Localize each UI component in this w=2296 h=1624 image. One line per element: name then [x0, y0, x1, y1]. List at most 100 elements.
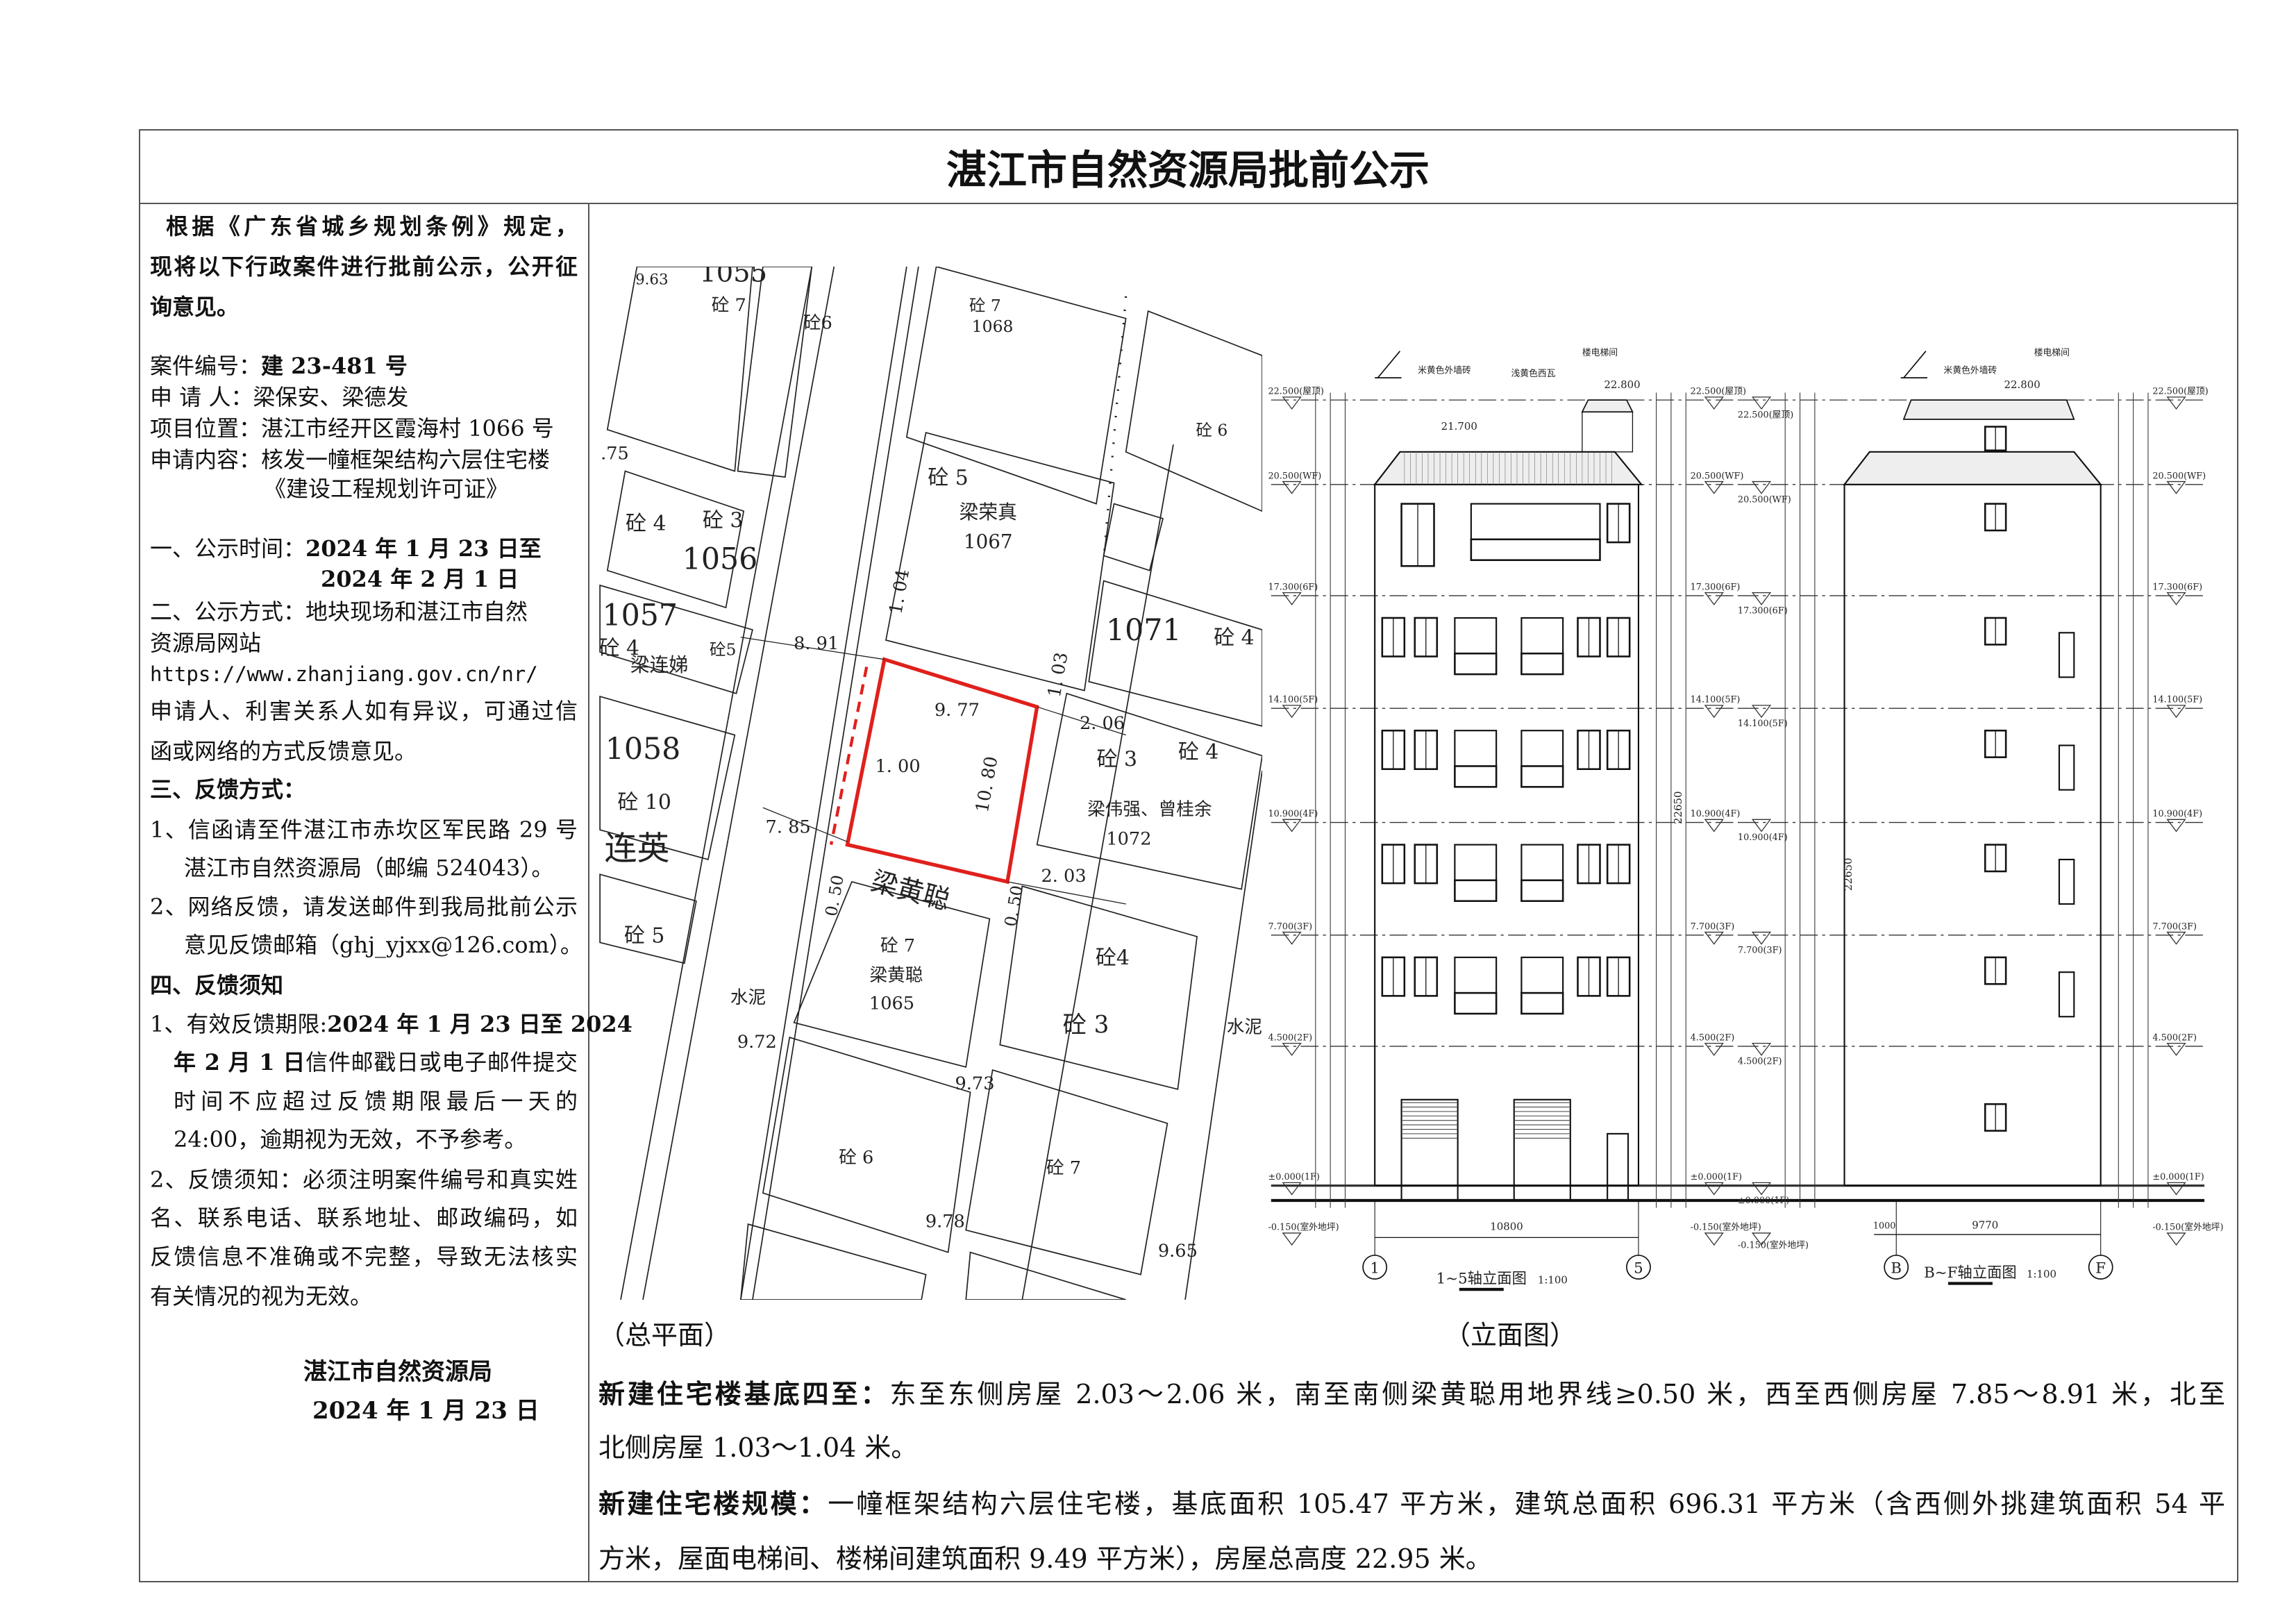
site-label: 1055 — [699, 267, 767, 288]
parcel-outline — [793, 880, 991, 1068]
level-marker-icon — [2166, 1232, 2186, 1246]
level-marker-icon — [1704, 592, 1724, 605]
level-marker-icon — [1704, 480, 1724, 494]
level-label: 10.900(4F) — [1738, 832, 1788, 843]
level-label: 4.500(2F) — [1738, 1057, 1782, 1067]
column-divider — [588, 203, 589, 1581]
dimension-line — [1037, 706, 1126, 736]
level-label: 4.500(2F) — [1691, 1032, 1735, 1043]
value: 核发一幢框架结构六层住宅楼 — [261, 446, 551, 473]
level-marker-icon — [1704, 705, 1724, 719]
axis-label: 1 — [1370, 1260, 1380, 1278]
level-label: 10.900(4F) — [1268, 809, 1318, 819]
site-label: 梁伟强、曾桂余 — [1087, 799, 1212, 820]
level-label: 4.500(2F) — [2152, 1032, 2197, 1043]
website-link[interactable]: https://www.zhanjiang.gov.cn/nr/ — [150, 662, 538, 686]
axis-bubble — [1884, 1255, 1909, 1280]
site-label: 9. 77 — [935, 700, 980, 721]
site-label: 砼 5 — [928, 466, 968, 490]
balcony-door — [1520, 956, 1564, 994]
north-arrow-icon — [1375, 351, 1402, 378]
site-label: 砼 7 — [712, 295, 746, 316]
parcel-outline — [965, 1069, 1168, 1275]
intro-line: 询意见。 — [150, 294, 240, 320]
elevation-caption: （立面图） — [1444, 1320, 1577, 1350]
road-edge — [620, 267, 813, 1300]
level-marker-icon — [1282, 1043, 1302, 1056]
value: 年 2 月 1 日 — [174, 1049, 306, 1075]
axis-label: B — [1891, 1260, 1902, 1278]
narrow-window-icon — [2058, 744, 2075, 791]
level-label: 22.500(屋顶) — [1738, 410, 1793, 421]
site-label: 梁黄聪 — [870, 965, 923, 986]
level-marker-icon — [1282, 1232, 1302, 1246]
feedback-heading: 三、反馈方式： — [150, 776, 306, 803]
level-label: 7.700(3F) — [1268, 921, 1313, 932]
building-outline — [1843, 483, 2102, 1187]
balcony-door — [1454, 730, 1498, 767]
parcel-outline — [606, 470, 745, 609]
level-marker-icon — [2166, 396, 2186, 410]
site-label: 1067 — [964, 530, 1013, 553]
level-marker-icon — [1282, 705, 1302, 719]
label: 项目位置： — [150, 415, 262, 442]
balcony-railing — [1454, 991, 1498, 1015]
balcony-door — [1454, 844, 1498, 881]
notes-heading: 四、反馈须知 — [150, 972, 284, 998]
level-marker-icon — [1751, 1182, 1772, 1196]
balcony-railing — [1454, 652, 1498, 676]
stair-penthouse — [1582, 411, 1634, 453]
site-label: 砼4 — [1096, 946, 1130, 971]
site-dimension-label: 1. 04 — [885, 568, 914, 616]
signature-org: 湛江市自然资源局 — [303, 1358, 492, 1386]
site-label: 水泥 — [730, 987, 766, 1008]
site-label: 砼 3 — [703, 509, 743, 533]
intro-line: 现将以下行政案件进行批前公示，公开征 — [150, 253, 578, 280]
balcony-door — [1520, 730, 1564, 767]
level-marker-icon — [1751, 480, 1772, 494]
level-label: 20.500(WF) — [1268, 471, 1322, 481]
parcel-outline — [885, 432, 1115, 692]
site-label: 砼 3 — [1097, 747, 1137, 771]
site-label: 砼 6 — [1196, 420, 1228, 440]
applicant: 申 请 人：梁保安、梁德发 — [150, 383, 408, 411]
objection-text: 函或网络的方式反馈意见。 — [150, 738, 417, 764]
total-height-label: 22650 — [1842, 858, 1854, 891]
notes-item2: 有关情况的视为无效。 — [150, 1283, 373, 1309]
notes-item1-cont: 年 2 月 1 日信件邮戳日或电子邮件提交 — [174, 1048, 578, 1076]
site-label: 9.73 — [955, 1073, 995, 1094]
level-label: 14.100(5F) — [1738, 719, 1788, 729]
level-marker-icon — [1751, 396, 1772, 410]
parcel-outline — [599, 695, 736, 861]
site-label: 砼6 — [803, 313, 832, 334]
level-label: 10.900(4F) — [1691, 809, 1741, 819]
objection-text: 申请人、利害关系人如有异议，可通过信 — [150, 698, 578, 724]
site-label: .75 — [601, 444, 629, 464]
level-label: -0.150(室外地坪) — [1268, 1222, 1339, 1233]
level-marker-icon — [2166, 480, 2186, 494]
site-label: 水泥 — [1227, 1017, 1262, 1038]
level-label: 7.700(3F) — [1691, 921, 1735, 932]
level-label: 17.300(6F) — [1268, 582, 1318, 592]
site-owner-label: 梁黄聪 — [868, 866, 953, 916]
notes-item2: 反馈信息不准确或不完整，导致无法核实 — [150, 1244, 578, 1270]
site-label: 2. 06 — [1080, 713, 1125, 734]
level-marker-icon — [1704, 1182, 1724, 1196]
site-label: 9.65 — [1158, 1241, 1198, 1262]
axis-label: 5 — [1634, 1260, 1643, 1278]
elevation-mark: 21.700 — [1441, 420, 1477, 433]
level-marker-icon — [2166, 1182, 2186, 1196]
site-label: 9.72 — [737, 1032, 777, 1053]
site-label: 1068 — [972, 317, 1014, 336]
value: 建 23-481 号 — [261, 353, 408, 379]
site-label: 砼 10 — [617, 790, 671, 814]
level-marker-icon — [1751, 1043, 1772, 1056]
balcony-door — [1470, 503, 1601, 540]
level-label: 20.500(WF) — [1738, 494, 1791, 505]
site-label: 梁荣真 — [960, 501, 1017, 524]
site-dimension-label: 10. 80 — [972, 755, 1003, 814]
notes-item1-cont: 时间不应超过反馈期限最后一天的 — [174, 1088, 578, 1114]
site-label: 1065 — [869, 994, 914, 1014]
dotted-boundary — [1103, 296, 1128, 560]
level-label: -0.150(室外地坪) — [2152, 1222, 2223, 1233]
